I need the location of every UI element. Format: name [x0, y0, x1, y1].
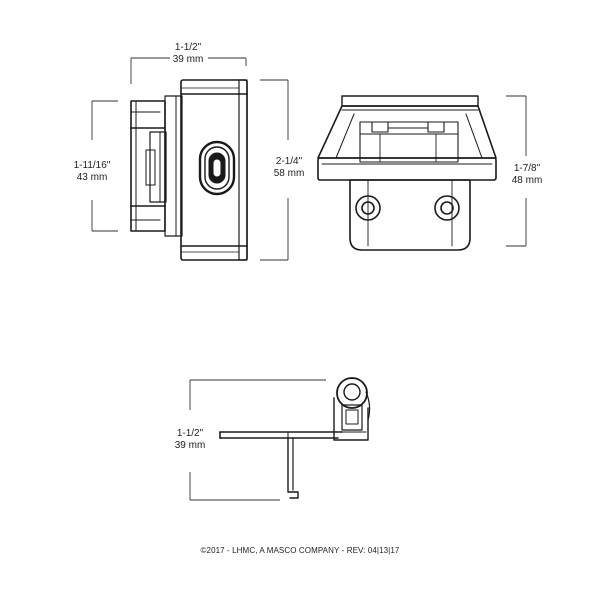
bottom-height-dimension: 1-1/2" 39 mm — [165, 428, 215, 452]
copyright-footer: ©2017 - LHMC, A MASCO COMPANY - REV: 04|… — [200, 546, 400, 555]
front-left-height-metric: 43 mm — [76, 172, 108, 183]
side-height-dimension: 1-7/8" 48 mm — [502, 163, 552, 187]
side-view — [317, 95, 497, 251]
bottom-height-metric: 39 mm — [174, 440, 206, 451]
side-height-imperial: 1-7/8" — [513, 163, 541, 174]
dimension-lines — [91, 57, 527, 501]
front-width-imperial: 1-1/2" — [174, 42, 202, 53]
side-mounting-plate — [349, 179, 471, 251]
screw-hole-icon — [434, 195, 460, 221]
bottom-view — [219, 377, 371, 499]
screw-hole-icon — [355, 195, 381, 221]
front-width-metric: 39 mm — [172, 54, 204, 65]
adjustment-slot-icon — [198, 140, 236, 196]
side-height-metric: 48 mm — [511, 175, 543, 186]
front-left-height-imperial: 1-11/16" — [73, 160, 111, 171]
front-right-height-dimension: 2-1/4" 58 mm — [264, 156, 314, 180]
front-right-height-metric: 58 mm — [273, 168, 305, 179]
front-left-height-dimension: 1-11/16" 43 mm — [62, 160, 122, 184]
front-width-dimension: 1-1/2" 39 mm — [163, 42, 213, 66]
bottom-height-imperial: 1-1/2" — [176, 428, 204, 439]
front-view — [130, 79, 248, 261]
front-right-height-imperial: 2-1/4" — [275, 156, 303, 167]
